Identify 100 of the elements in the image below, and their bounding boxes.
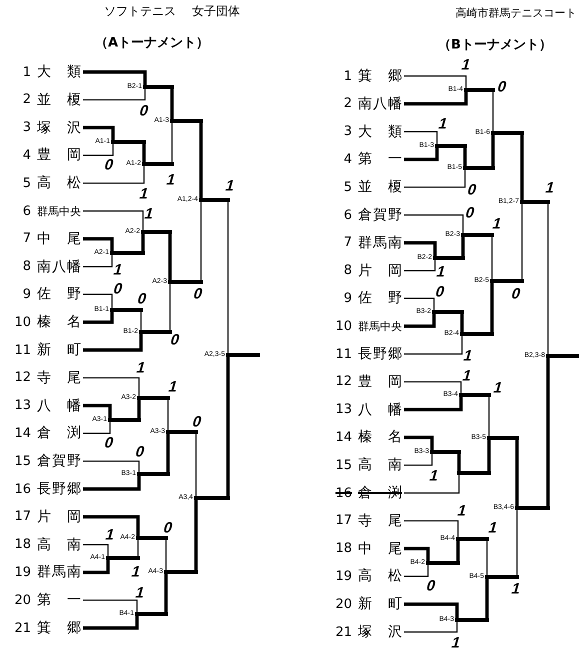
score: 1 — [166, 380, 180, 394]
bracket-bar — [141, 230, 172, 234]
bracket-line — [83, 166, 145, 184]
entry-number: 21 — [13, 622, 31, 634]
team-name: 塚沢 — [358, 625, 402, 639]
team-name: 寺尾 — [37, 370, 81, 385]
bracket-line — [404, 241, 437, 256]
bracket-bar — [108, 418, 141, 422]
bracket-line — [83, 476, 141, 491]
tournament-heading: （Bトーナメント） — [438, 38, 552, 52]
bracket-line — [404, 131, 438, 144]
score: 1 — [428, 468, 440, 484]
score: 1 — [492, 380, 504, 396]
entry-number: 3 — [22, 121, 31, 134]
bracket-bar — [226, 353, 260, 357]
bracket-line — [83, 70, 147, 86]
team-name: 倉賀野 — [37, 454, 81, 468]
entry-number: 12 — [334, 375, 352, 388]
team-name: 塚沢 — [37, 120, 81, 135]
score: 0 — [134, 444, 146, 460]
score: 1 — [486, 520, 500, 536]
team-name: 高南 — [37, 538, 81, 552]
entry-number: 13 — [334, 403, 352, 416]
bracket-bar — [464, 88, 495, 92]
bracket-line — [83, 88, 146, 100]
score: 1 — [450, 636, 462, 650]
team-name: 群馬南 — [37, 565, 81, 580]
bracket-bar — [546, 354, 579, 358]
score: 1 — [164, 172, 178, 188]
team-name: 佐野 — [358, 291, 402, 306]
venue-text: 高崎市群馬テニスコート — [456, 8, 576, 18]
bracket-line — [83, 422, 111, 434]
entry-number: 10 — [13, 316, 31, 329]
bracket-line — [83, 377, 140, 396]
bracket-line — [404, 170, 466, 188]
team-name: 佐野 — [37, 287, 81, 302]
team-name: 寺尾 — [358, 514, 402, 528]
bracket-line — [404, 260, 436, 272]
team-name: 豊岡 — [358, 374, 402, 389]
bracket-line — [404, 602, 459, 618]
score: 1 — [224, 178, 236, 194]
title: ソフトテニス 女子団体 — [104, 5, 240, 17]
score: 1 — [460, 58, 472, 72]
entry-number: 4 — [342, 152, 352, 166]
bracket-bar — [456, 537, 489, 541]
score: 1 — [460, 368, 474, 384]
entry-number: 10 — [334, 320, 352, 333]
bracket-bar — [515, 506, 550, 510]
team-name: 第一 — [358, 152, 402, 166]
team-name: 新町 — [358, 597, 402, 612]
bracket-bar — [111, 140, 146, 144]
bracket-bar — [139, 330, 172, 334]
score: 1 — [112, 262, 124, 278]
team-name: 片岡 — [37, 510, 81, 524]
bracket-bar — [142, 162, 174, 166]
score: 1 — [134, 586, 146, 600]
score: 1 — [456, 504, 468, 518]
entry-number: 18 — [13, 538, 31, 552]
team-name: 並榎 — [37, 92, 81, 107]
bracket-line — [83, 404, 112, 418]
entry-number: 16 — [13, 482, 31, 496]
bracket-line — [200, 202, 202, 283]
bracket-line — [404, 314, 436, 328]
team-name: 榛名 — [37, 315, 81, 330]
bracket-line — [488, 394, 490, 436]
entry-number: 4 — [22, 148, 31, 162]
bracket-line — [404, 148, 439, 162]
entry-number: 20 — [334, 598, 352, 611]
bracket-bar — [487, 436, 519, 440]
score: 0 — [112, 282, 124, 296]
team-name: 豊岡 — [37, 148, 81, 162]
team-name: 片岡 — [358, 264, 402, 278]
entry-number: 14 — [13, 426, 31, 440]
score: 0 — [496, 80, 508, 94]
bracket-line — [83, 616, 139, 630]
team-name: 群馬南 — [358, 236, 402, 250]
bracket-bar — [166, 430, 198, 434]
bracket-bar — [463, 166, 495, 170]
score: 1 — [138, 186, 150, 202]
score: 0 — [192, 286, 204, 302]
entry-number: 20 — [13, 594, 31, 607]
entry-number: 7 — [342, 236, 352, 250]
team-name: 箕郷 — [358, 69, 402, 83]
entry-number: 17 — [334, 514, 352, 528]
bracket-line — [404, 336, 463, 355]
score: 1 — [490, 216, 504, 232]
bracket-line — [404, 396, 463, 412]
bracket-line — [83, 237, 114, 252]
bracket-line — [83, 560, 110, 574]
bracket-line — [137, 540, 139, 559]
bracket-bar — [426, 561, 460, 565]
bracket-line — [167, 397, 169, 430]
entry-number: 17 — [13, 510, 31, 524]
bracket-bar — [490, 279, 524, 283]
bracket-line — [83, 460, 140, 472]
score: 1 — [130, 564, 142, 580]
bracket-bar — [459, 393, 491, 397]
team-name: 榛名 — [358, 430, 402, 444]
bracket-bar — [432, 310, 464, 314]
bracket-bar — [491, 131, 524, 135]
